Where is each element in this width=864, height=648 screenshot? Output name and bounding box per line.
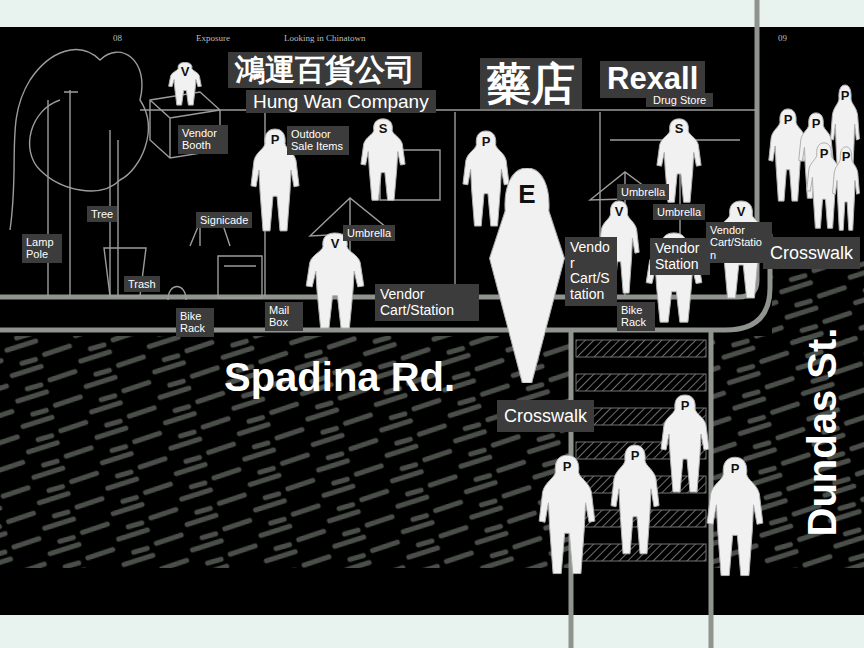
tag-text: Outdoor Sale Items	[291, 128, 345, 153]
label-tag: Lamp Pole	[22, 234, 62, 263]
figure-shape	[169, 62, 202, 105]
label-tag: Outdoor Sale Items	[287, 126, 349, 155]
figure-cutout: V	[305, 232, 365, 330]
figure-cutout: E	[488, 168, 566, 383]
tag-text: Lamp Pole	[26, 236, 58, 261]
sidewalk-lines	[0, 0, 770, 648]
label-tag: Vendor Cart/Station	[565, 237, 617, 306]
tag-text: Bike Rack	[180, 310, 210, 335]
label-tag: Umbrella	[617, 184, 669, 200]
store-sign: Drug Store	[646, 93, 713, 107]
street-name: Dundas St.	[800, 328, 844, 537]
tag-text: Trash	[128, 278, 156, 290]
tag-text: Umbrella	[347, 227, 391, 239]
figure-letter: P	[538, 459, 596, 474]
label-tag: Bike Rack	[617, 302, 655, 331]
tag-text: Crosswalk	[504, 406, 587, 426]
figure-shape	[661, 395, 709, 492]
figure-cutout: P	[832, 146, 860, 232]
tag-text: Vendor Cart/Station	[570, 240, 612, 303]
figure-letter: P	[610, 448, 660, 463]
figure-cutout: P	[538, 454, 596, 576]
label-tag: Trash	[124, 276, 160, 292]
sign-text: Rexall	[607, 62, 698, 97]
figure-cutout: P	[660, 394, 710, 494]
label-tag: Vendor Booth	[178, 125, 228, 154]
tag-text: Crosswalk	[770, 243, 853, 263]
figure-cutout: P	[706, 456, 764, 578]
figure-letter: P	[706, 461, 764, 476]
tag-text: Vendor Cart/Station	[710, 224, 768, 261]
label-tag: Tree	[87, 206, 117, 222]
tag-text: Tree	[91, 208, 113, 220]
figure-cutout: P	[610, 444, 660, 556]
crosswalk-ground	[572, 333, 710, 615]
tag-text: Vendor Cart/Station	[380, 287, 474, 318]
figure-shape	[611, 445, 659, 554]
sign-text: Hung Wan Company	[253, 91, 429, 112]
tag-text: Bike Rack	[621, 304, 651, 329]
label-tag: Umbrella	[343, 225, 395, 241]
tag-text: Umbrella	[657, 206, 701, 218]
label-tag: Signicade	[196, 212, 252, 228]
tag-text: Mail Box	[269, 304, 299, 329]
figure-letter: V	[598, 204, 640, 219]
figure-letter: S	[360, 121, 406, 136]
figure-shape	[361, 119, 405, 200]
store-sign: 鴻運百貨公司	[228, 52, 422, 88]
figure-letter: V	[168, 64, 202, 79]
figure-cutout: S	[360, 118, 406, 202]
label-tag: Vendor Station	[650, 238, 710, 275]
page-number: 08	[113, 33, 122, 43]
label-tag: Crosswalk	[763, 237, 860, 269]
section-header: Exposure	[196, 33, 230, 43]
street-name: Spadina Rd.	[224, 355, 455, 399]
figure-cutout: P	[462, 130, 510, 228]
section-header: Looking in Chinatown	[284, 33, 366, 43]
street-sketch	[10, 50, 757, 300]
figure-shape	[463, 131, 509, 226]
tag-text: Vendor Station	[655, 241, 705, 272]
label-tag: Crosswalk	[497, 400, 594, 432]
sign-text: Drug Store	[653, 94, 706, 106]
store-sign: Hung Wan Company	[246, 90, 436, 113]
figure-letter: P	[830, 88, 860, 103]
figure-letter: V	[713, 204, 769, 219]
figure-shape	[833, 147, 860, 230]
figure-letter: P	[660, 398, 710, 413]
tag-text: Umbrella	[621, 186, 665, 198]
black-panel	[0, 27, 864, 615]
tag-text: Vendor Booth	[182, 127, 224, 152]
figure-letter: P	[462, 134, 510, 149]
figure-letter: P	[768, 112, 808, 127]
figure-letter: P	[832, 149, 860, 164]
label-tag: Mail Box	[265, 302, 303, 331]
sign-text: 藥店	[487, 59, 575, 108]
figure-letter: P	[798, 116, 834, 131]
label-tag: Umbrella	[653, 204, 705, 220]
sign-text: 鴻運百貨公司	[235, 53, 415, 87]
tag-text: Signicade	[200, 214, 248, 226]
figure-letter: E	[488, 179, 566, 210]
figure-cutout: V	[168, 62, 202, 106]
figure-letter: P	[806, 146, 842, 161]
figure-letter: S	[656, 121, 702, 136]
store-sign: 藥店	[480, 58, 582, 109]
label-tag: Vendor Cart/Station	[375, 284, 479, 321]
page-number: 09	[778, 33, 787, 43]
label-tag: Bike Rack	[176, 308, 214, 337]
